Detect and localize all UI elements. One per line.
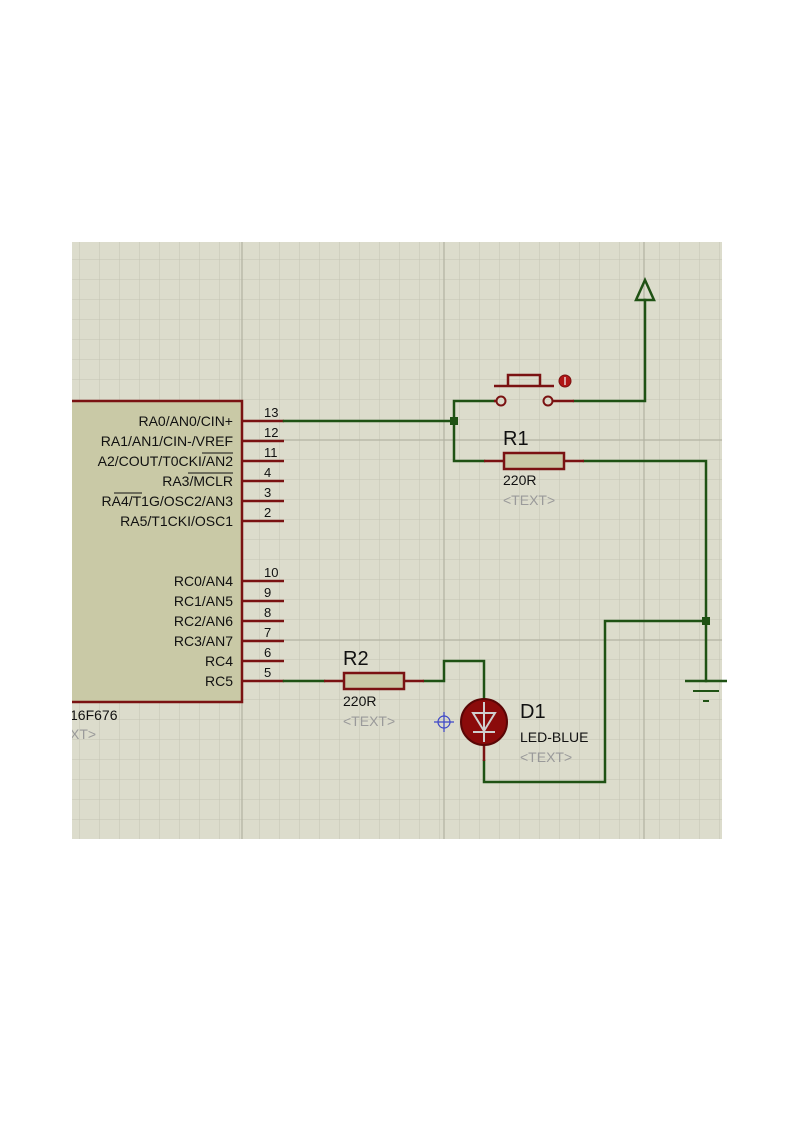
mcu-pin-ra1[interactable]: RA1/AN1/CIN-/VREF 12 — [101, 425, 284, 449]
r2-body — [342, 671, 406, 691]
wire-led-to-ground[interactable] — [482, 619, 708, 784]
resistor-r2[interactable]: R2 220R <TEXT> — [324, 648, 424, 729]
wire-r2-to-led[interactable] — [422, 659, 486, 703]
pin-number: 5 — [264, 665, 271, 680]
resistor-r1[interactable]: R1 220R <TEXT> — [484, 428, 584, 508]
pin-number: 6 — [264, 645, 271, 660]
r1-ref: R1 — [503, 428, 529, 450]
pin-number: 11 — [264, 445, 278, 460]
wire-switch-to-power[interactable] — [572, 298, 647, 403]
mcu-pin-ra4[interactable]: RA4/T1G/OSC2/AN3 3 — [102, 485, 285, 509]
r1-text: <TEXT> — [503, 492, 555, 508]
power-terminal[interactable] — [634, 276, 656, 302]
mcu-part-label: 16F676 — [70, 707, 118, 723]
pin-name: RC3/AN7 — [174, 633, 233, 649]
pin-number: 9 — [264, 585, 271, 600]
pin-number: 7 — [264, 625, 271, 640]
pin-number: 13 — [264, 405, 278, 420]
pin-number: 10 — [264, 565, 278, 580]
pin-name: RA3/MCLR — [162, 473, 233, 489]
r2-text: <TEXT> — [343, 713, 395, 729]
pin-name: RC5 — [205, 673, 233, 689]
pin-name: RA5/T1CKI/OSC1 — [120, 513, 233, 529]
mcu-pin-ra3[interactable]: RA3/MCLR 4 — [162, 465, 284, 489]
pin-name: RA0/AN0/CIN+ — [138, 413, 233, 429]
pin-number: 2 — [264, 505, 271, 520]
d1-text: <TEXT> — [520, 749, 572, 765]
junction-dot — [450, 417, 458, 425]
power-arrow-icon — [634, 276, 656, 302]
pin-name: RA4/T1G/OSC2/AN3 — [102, 493, 234, 509]
d1-value: LED-BLUE — [520, 729, 588, 745]
pin-number: 12 — [264, 425, 278, 440]
mcu-pin-ra5[interactable]: RA5/T1CKI/OSC1 2 — [120, 505, 284, 529]
pin-name: RC4 — [205, 653, 233, 669]
switch-contact — [542, 395, 554, 407]
pin-number: 4 — [264, 465, 271, 480]
mcu-body — [72, 399, 244, 704]
pin-name: RA1/AN1/CIN-/VREF — [101, 433, 233, 449]
pin-number: 8 — [264, 605, 271, 620]
r1-value: 220R — [503, 472, 536, 488]
wires — [282, 298, 710, 784]
mcu-pin-ra2[interactable]: A2/COUT/T0CKI/AN2 11 — [98, 445, 284, 469]
r2-ref: R2 — [343, 648, 369, 670]
mcu-text-placeholder: XT> — [70, 726, 96, 742]
d1-ref: D1 — [520, 701, 546, 723]
push-button[interactable] — [494, 373, 574, 407]
junction-dot — [702, 617, 710, 625]
r1-body — [502, 451, 566, 471]
pin-number: 3 — [264, 485, 271, 500]
mcu-pin-rc5[interactable]: RC5 5 — [205, 665, 284, 689]
mcu-pin-rc2[interactable]: RC2/AN6 8 — [174, 605, 284, 629]
wire-ra0-to-switch[interactable] — [282, 399, 496, 423]
mcu-pin-rc4[interactable]: RC4 6 — [205, 645, 284, 669]
wire-r1-to-ground[interactable] — [582, 459, 708, 683]
r2-value: 220R — [343, 693, 376, 709]
switch-contact — [495, 395, 507, 407]
mcu-pin-ra0[interactable]: RA0/AN0/CIN+ 13 — [138, 405, 284, 429]
ground-terminal[interactable] — [685, 679, 727, 702]
pin-name: A2/COUT/T0CKI/AN2 — [98, 453, 234, 469]
microcontroller[interactable]: RA0/AN0/CIN+ 13 RA1/AN1/CIN-/VREF 12 A2/… — [40, 399, 285, 742]
mcu-pin-rc0[interactable]: RC0/AN4 10 — [174, 565, 284, 589]
mcu-pin-rc3[interactable]: RC3/AN7 7 — [174, 625, 284, 649]
led-d1[interactable]: D1 LED-BLUE <TEXT> — [460, 698, 588, 765]
mcu-pin-rc1[interactable]: RC1/AN5 9 — [174, 585, 284, 609]
pin-name: RC1/AN5 — [174, 593, 233, 609]
wire-junction-to-r1[interactable] — [452, 419, 486, 463]
origin-marker-icon — [434, 712, 454, 732]
pin-name: RC2/AN6 — [174, 613, 233, 629]
pin-name: RC0/AN4 — [174, 573, 233, 589]
